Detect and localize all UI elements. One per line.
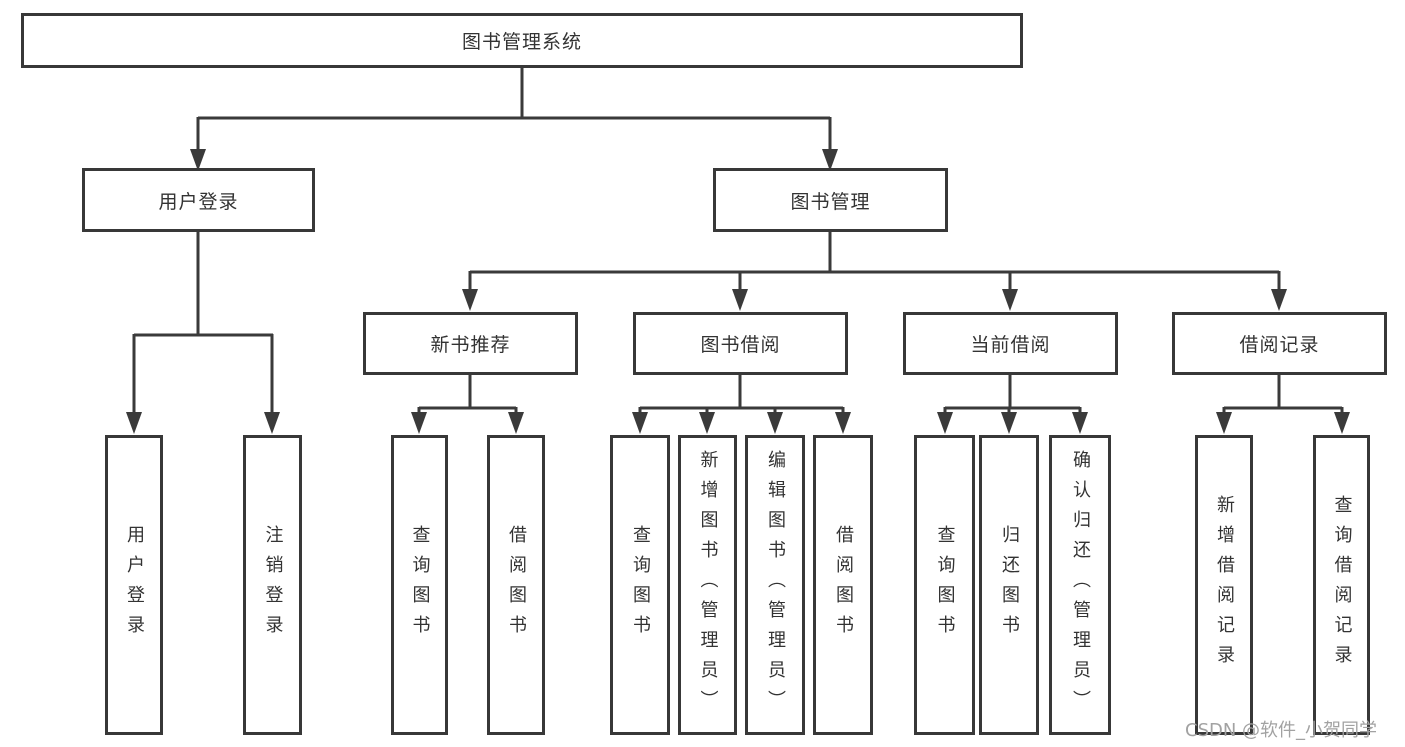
leaf-add-books-admin: 新增图书（管理员）: [678, 435, 737, 735]
leaf-edit-books-admin: 编辑图书（管理员）: [745, 435, 805, 735]
node-system-root: 图书管理系统: [21, 13, 1023, 68]
node-user-login: 用户登录: [82, 168, 315, 232]
leaf-borrow-books: 借阅图书: [813, 435, 873, 735]
node-label: 查询图书: [409, 525, 431, 645]
node-book-borrow: 图书借阅: [633, 312, 848, 375]
node-current-borrow: 当前借阅: [903, 312, 1118, 375]
node-label: 图书借阅: [700, 334, 781, 356]
node-label: 新增借阅记录: [1214, 495, 1235, 675]
node-label: 用户登录: [124, 525, 145, 645]
leaf-query-books-recommend: 查询图书: [391, 435, 448, 735]
node-new-book-recommend: 新书推荐: [363, 312, 578, 375]
node-label: 查询图书: [934, 525, 956, 645]
leaf-user-login: 用户登录: [105, 435, 163, 735]
node-label: 借阅图书: [833, 525, 854, 645]
node-label: 图书管理系统: [461, 31, 582, 53]
node-label: 当前借阅: [970, 334, 1051, 356]
node-label: 新书推荐: [430, 334, 511, 356]
leaf-query-books-borrow: 查询图书: [610, 435, 670, 735]
node-label: 查询借阅记录: [1331, 495, 1353, 675]
leaf-add-borrow-record: 新增借阅记录: [1195, 435, 1253, 735]
node-label: 借阅图书: [506, 525, 527, 645]
node-label: 归还图书: [999, 525, 1020, 645]
node-label: 注销登录: [262, 525, 284, 645]
leaf-confirm-return-admin: 确认归还（管理员）: [1049, 435, 1111, 735]
csdn-watermark: CSDN @软件_小贺同学: [1185, 720, 1378, 741]
node-label: 借阅记录: [1239, 334, 1320, 356]
node-label: 图书管理: [790, 190, 871, 213]
node-label: 新增图书（管理员）: [697, 450, 719, 720]
node-book-management: 图书管理: [713, 168, 948, 232]
leaf-query-books-current: 查询图书: [914, 435, 975, 735]
node-label: 用户登录: [158, 190, 239, 213]
leaf-return-books: 归还图书: [979, 435, 1039, 735]
node-label: 确认归还（管理员）: [1070, 450, 1091, 720]
node-label: 查询图书: [630, 525, 651, 645]
leaf-borrow-books-recommend: 借阅图书: [487, 435, 545, 735]
node-label: 编辑图书（管理员）: [765, 450, 786, 720]
leaf-query-borrow-record: 查询借阅记录: [1313, 435, 1370, 735]
leaf-logout: 注销登录: [243, 435, 302, 735]
node-borrow-records: 借阅记录: [1172, 312, 1387, 375]
